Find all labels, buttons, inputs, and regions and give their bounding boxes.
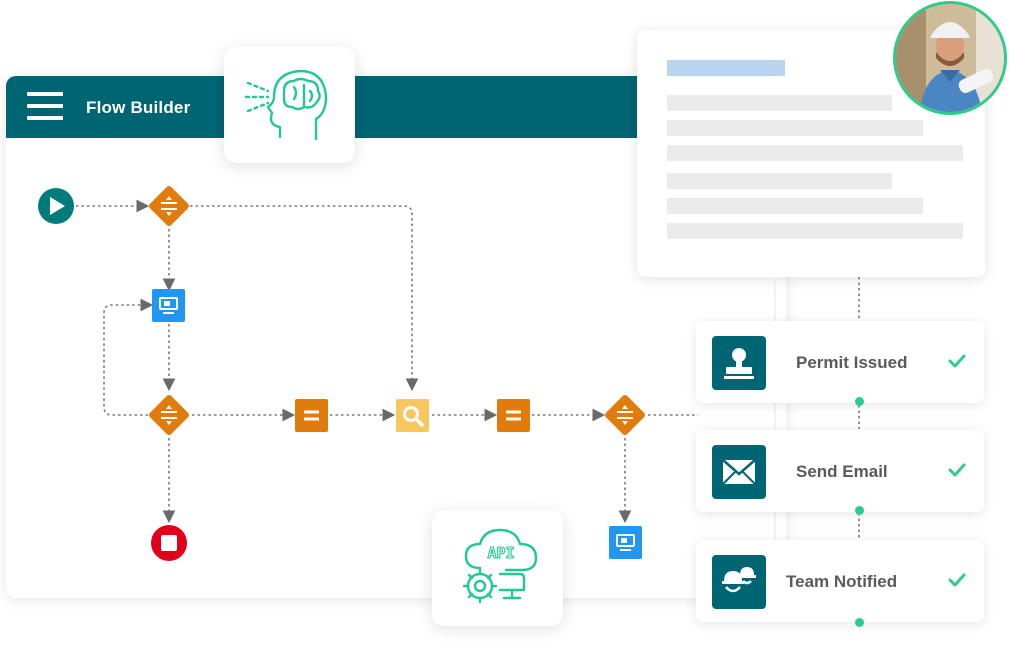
doc-line-placeholder — [667, 145, 963, 161]
hamburger-menu-icon[interactable] — [27, 92, 63, 122]
status-label: Permit Issued — [796, 353, 908, 372]
api-label: API — [487, 544, 514, 562]
checkmark-icon — [948, 463, 966, 477]
action-node-2[interactable] — [497, 399, 530, 432]
start-node-play-icon[interactable] — [38, 188, 74, 224]
doc-line-placeholder — [667, 223, 963, 239]
user-avatar — [893, 1, 1007, 115]
status-card-team-notified[interactable]: Team Notified — [696, 540, 984, 622]
decision-node-1[interactable] — [148, 185, 190, 227]
decision-node-2[interactable] — [148, 394, 190, 436]
hardhat-team-icon — [712, 555, 766, 609]
connector-dot — [855, 397, 864, 406]
doc-line-placeholder — [667, 198, 923, 214]
checkmark-icon — [948, 573, 966, 587]
stamp-icon — [712, 336, 766, 390]
search-node-magnifier-icon[interactable] — [396, 399, 429, 432]
api-integration-card: API — [432, 510, 563, 626]
doc-line-placeholder — [667, 173, 892, 189]
decision-node-3[interactable] — [604, 394, 646, 436]
action-node-1[interactable] — [295, 399, 328, 432]
stop-node-icon[interactable] — [151, 525, 187, 561]
envelope-icon — [712, 445, 766, 499]
doc-line-placeholder — [667, 120, 923, 136]
status-card-send-email[interactable]: Send Email — [696, 430, 984, 512]
status-label: Team Notified — [786, 572, 898, 591]
status-label: Send Email — [796, 462, 888, 481]
status-card-permit-issued[interactable]: Permit Issued — [696, 321, 984, 403]
connector-dot — [855, 506, 864, 515]
flow-canvas — [38, 185, 698, 561]
doc-heading-placeholder — [667, 60, 785, 76]
doc-line-placeholder — [667, 95, 892, 111]
builder-title: Flow Builder — [86, 98, 191, 117]
ai-brain-card — [224, 47, 355, 163]
connector-dot — [855, 618, 864, 627]
checkmark-icon — [948, 354, 966, 368]
api-cloud-gear-icon: API — [462, 528, 538, 604]
screen-node-2[interactable] — [609, 526, 642, 559]
screen-node-1[interactable] — [152, 289, 185, 322]
brain-head-icon — [244, 69, 328, 141]
